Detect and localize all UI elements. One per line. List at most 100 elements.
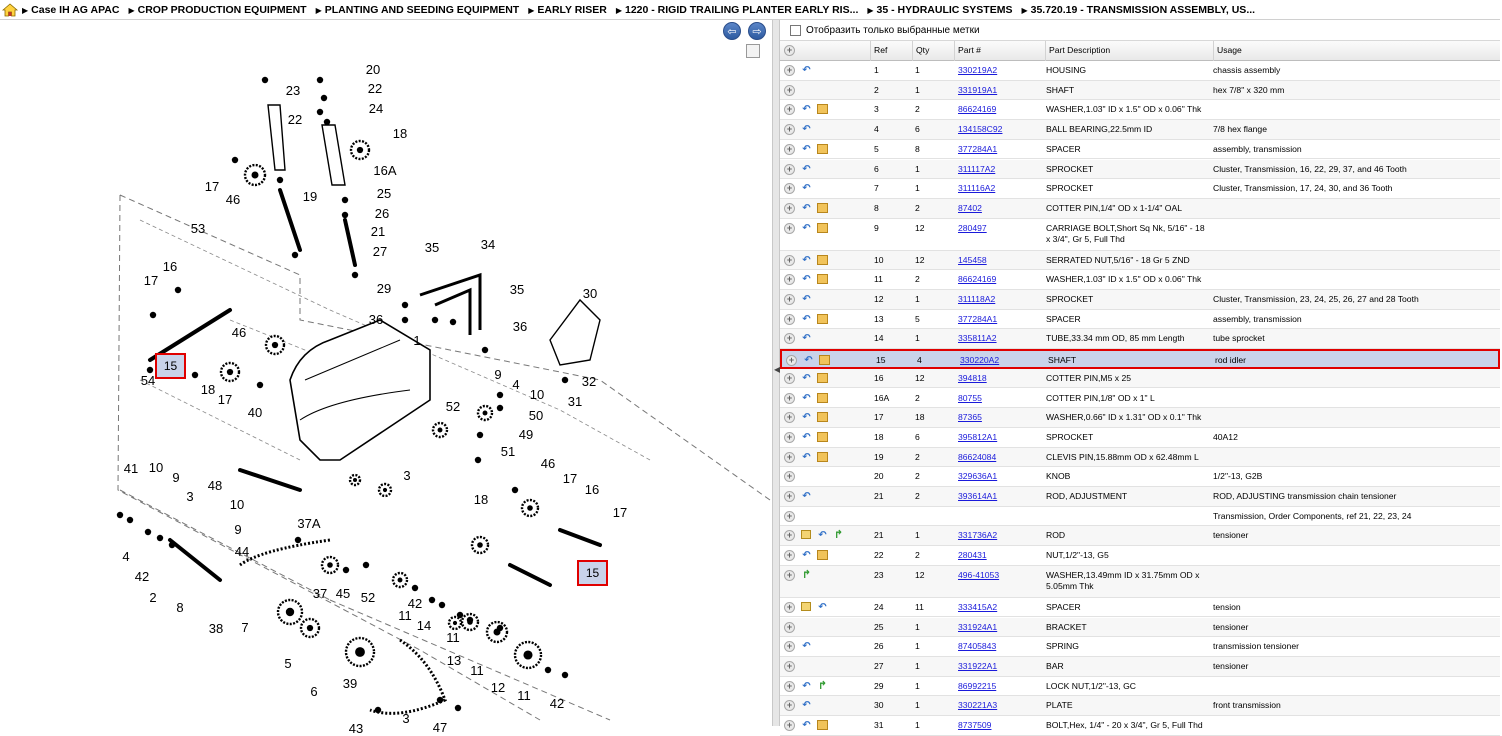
cell-part-number[interactable]: 80755 bbox=[954, 389, 1045, 404]
replacement-icon[interactable]: ↶ bbox=[818, 530, 827, 542]
package-icon[interactable] bbox=[817, 392, 828, 403]
part-number-link[interactable]: 330221A3 bbox=[958, 700, 998, 711]
part-number-link[interactable]: 86624169 bbox=[958, 274, 997, 285]
part-number-link[interactable]: 86624084 bbox=[958, 451, 997, 462]
add-to-list-icon[interactable]: + bbox=[784, 431, 795, 443]
replacement-icon[interactable]: ↶ bbox=[802, 491, 811, 502]
add-to-list-icon[interactable]: + bbox=[784, 254, 795, 266]
column-header-description[interactable]: Part Description bbox=[1045, 41, 1213, 61]
part-number-link[interactable]: 331924A1 bbox=[958, 621, 998, 632]
add-to-list-icon[interactable]: + bbox=[784, 124, 795, 136]
replacement-icon[interactable]: ↶ bbox=[802, 124, 811, 136]
add-to-list-icon[interactable]: + bbox=[784, 621, 795, 633]
part-number-link[interactable]: 87365 bbox=[958, 412, 982, 423]
replacement-icon[interactable]: ↶ bbox=[802, 104, 811, 116]
cell-part-number[interactable]: 335811A2 bbox=[954, 329, 1045, 344]
add-to-list-icon[interactable]: + bbox=[784, 660, 795, 672]
part-number-link[interactable]: 393614A1 bbox=[958, 491, 998, 501]
package-icon[interactable] bbox=[819, 355, 830, 366]
replacement-icon[interactable]: ↶ bbox=[802, 202, 811, 214]
cell-part-number[interactable]: 8737509 bbox=[954, 716, 1045, 731]
replacement-icon[interactable]: ↶ bbox=[804, 355, 813, 367]
part-number-link[interactable]: 377284A1 bbox=[958, 143, 998, 154]
replacement-icon[interactable]: ↶ bbox=[802, 222, 811, 234]
replacement-icon[interactable]: ↶ bbox=[802, 720, 811, 731]
package-icon[interactable] bbox=[817, 431, 828, 442]
cell-part-number[interactable]: 280431 bbox=[954, 546, 1045, 561]
part-number-link[interactable]: 145458 bbox=[958, 254, 987, 265]
cell-part-number[interactable]: 393614A1 bbox=[954, 487, 1045, 502]
cell-part-number[interactable]: 145458 bbox=[954, 251, 1045, 266]
back-button[interactable]: ⇦ bbox=[723, 22, 741, 40]
breadcrumb-item[interactable]: ▶CROP PRODUCTION EQUIPMENT bbox=[128, 4, 306, 16]
replacement-icon[interactable]: ↶ bbox=[802, 183, 811, 195]
add-to-list-icon[interactable]: + bbox=[784, 372, 795, 384]
part-number-link[interactable]: 330220A2 bbox=[960, 355, 1000, 366]
add-to-list-icon[interactable]: + bbox=[784, 84, 795, 96]
add-to-list-icon[interactable]: + bbox=[784, 143, 795, 155]
cell-part-number[interactable]: 377284A1 bbox=[954, 140, 1045, 155]
cell-part-number[interactable]: 496-41053 bbox=[954, 566, 1045, 581]
part-number-link[interactable]: 86992215 bbox=[958, 680, 997, 691]
replacement-icon[interactable]: ↶ bbox=[802, 254, 811, 266]
part-number-link[interactable]: 87402 bbox=[958, 202, 982, 213]
part-number-link[interactable]: 87405843 bbox=[958, 641, 997, 652]
part-number-link[interactable]: 86624169 bbox=[958, 104, 997, 115]
add-to-list-icon[interactable]: + bbox=[784, 202, 795, 214]
package-icon[interactable] bbox=[817, 104, 828, 115]
column-header-ref[interactable]: Ref bbox=[870, 41, 912, 61]
package-icon[interactable] bbox=[817, 412, 828, 423]
replacement-icon[interactable]: ↶ bbox=[802, 451, 811, 463]
cell-part-number[interactable]: 395812A1 bbox=[954, 428, 1045, 443]
add-to-list-icon[interactable]: + bbox=[784, 163, 795, 175]
add-to-list-icon[interactable]: + bbox=[784, 65, 795, 76]
add-to-list-icon[interactable]: + bbox=[784, 333, 795, 345]
collapse-icon[interactable]: ◀ bbox=[774, 365, 781, 374]
package-icon[interactable] bbox=[817, 313, 828, 324]
column-header-usage[interactable]: Usage bbox=[1213, 41, 1500, 61]
part-number-link[interactable]: 395812A1 bbox=[958, 431, 998, 442]
add-to-list-icon[interactable]: + bbox=[784, 412, 795, 424]
cell-part-number[interactable]: 330221A3 bbox=[954, 696, 1045, 711]
add-to-list-icon[interactable]: + bbox=[784, 104, 795, 116]
package-icon[interactable] bbox=[817, 202, 828, 213]
cell-part-number[interactable]: 377284A1 bbox=[954, 310, 1045, 325]
add-to-list-icon[interactable]: + bbox=[784, 392, 795, 404]
note-icon[interactable] bbox=[801, 601, 811, 611]
add-to-list-icon[interactable]: + bbox=[784, 510, 795, 522]
cell-part-number[interactable]: 311118A2 bbox=[954, 290, 1045, 305]
add-to-list-icon[interactable]: + bbox=[784, 183, 795, 195]
cell-part-number[interactable]: 134158C92 bbox=[954, 120, 1045, 135]
cell-part-number[interactable]: 331922A1 bbox=[954, 657, 1045, 672]
part-number-link[interactable]: 331736A2 bbox=[958, 530, 998, 541]
add-to-list-icon[interactable]: + bbox=[784, 720, 795, 731]
replacement-icon[interactable]: ↶ bbox=[802, 372, 811, 384]
part-number-link[interactable]: 311117A2 bbox=[958, 163, 996, 174]
part-number-link[interactable]: 280497 bbox=[958, 222, 987, 233]
column-header-part[interactable]: Part # bbox=[954, 41, 1045, 61]
replacement-icon[interactable]: ↶ bbox=[802, 143, 811, 155]
replacement-icon[interactable]: ↶ bbox=[802, 274, 811, 286]
forward-link-icon[interactable]: ↱ bbox=[817, 679, 828, 692]
note-icon[interactable] bbox=[801, 530, 811, 540]
part-number-link[interactable]: 331922A1 bbox=[958, 660, 998, 671]
cell-part-number[interactable]: 86624084 bbox=[954, 448, 1045, 463]
cell-part-number[interactable]: 87405843 bbox=[954, 637, 1045, 652]
breadcrumb-item[interactable]: ▶1220 - RIGID TRAILING PLANTER EARLY RIS… bbox=[616, 4, 859, 16]
